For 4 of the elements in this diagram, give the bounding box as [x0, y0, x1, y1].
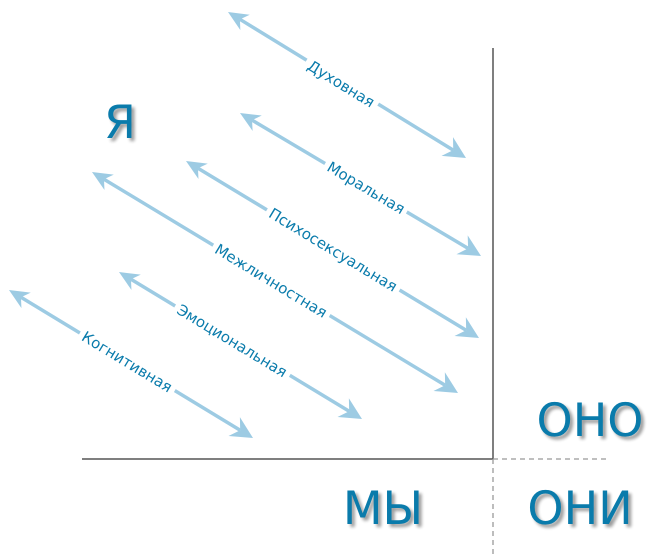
quadrant-label: Я: [104, 99, 136, 145]
quadrant-label: МЫ: [342, 485, 424, 531]
quadrant-label: ОНИ: [527, 485, 633, 531]
quadrant-label: ОНО: [536, 397, 644, 443]
